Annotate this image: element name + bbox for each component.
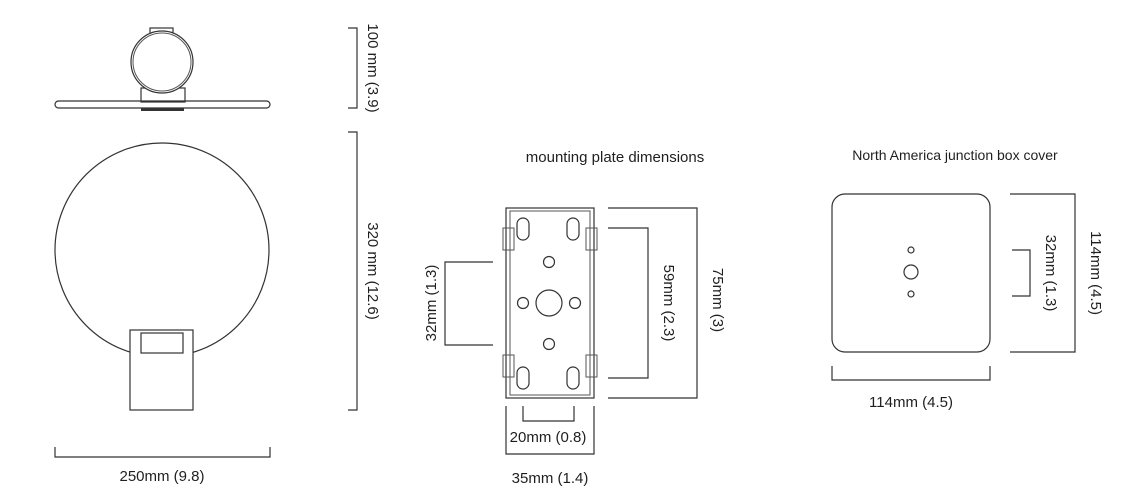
plate-dim-75: 75mm (3) <box>608 207 726 399</box>
svg-text:59mm (2.3): 59mm (2.3) <box>660 265 677 342</box>
svg-text:114mm (4.5): 114mm (4.5) <box>869 394 953 411</box>
depth-dimension: 100 mm (3.9) <box>348 23 381 113</box>
svg-text:75mm (3): 75mm (3) <box>709 268 726 332</box>
junction-dim-114-height: 114mm (4.5) <box>1010 193 1104 353</box>
junction-box-title: North America junction box cover <box>852 147 1058 163</box>
lamp-front-view <box>54 142 270 411</box>
svg-text:114mm (4.5): 114mm (4.5) <box>1087 231 1104 315</box>
svg-text:32mm (1.3): 32mm (1.3) <box>423 265 440 342</box>
plate-dim-59: 59mm (2.3) <box>608 227 677 379</box>
junction-dim-32: 32mm (1.3) <box>1012 235 1059 312</box>
depth-label: 100 mm (3.9) <box>364 23 381 112</box>
plate-dim-32: 32mm (1.3) <box>423 261 493 346</box>
mounting-plate-drawing <box>502 207 598 399</box>
plate-dim-20: 20mm (0.8) <box>510 406 587 446</box>
lamp-top-view <box>54 27 271 111</box>
height-dimension: 320 mm (12.6) <box>348 131 381 411</box>
height-label: 320 mm (12.6) <box>364 222 381 320</box>
junction-box-cover-drawing <box>831 193 991 353</box>
width-dimension: 250mm (9.8) <box>54 447 271 485</box>
svg-text:20mm (0.8): 20mm (0.8) <box>510 429 587 446</box>
plate-dim-35: 35mm (1.4) <box>505 406 595 487</box>
svg-text:32mm (1.3): 32mm (1.3) <box>1042 235 1059 312</box>
svg-text:35mm (1.4): 35mm (1.4) <box>512 470 589 487</box>
mounting-plate-title: mounting plate dimensions <box>526 149 704 166</box>
width-label: 250mm (9.8) <box>119 468 204 485</box>
junction-dim-114-width: 114mm (4.5) <box>831 366 991 411</box>
